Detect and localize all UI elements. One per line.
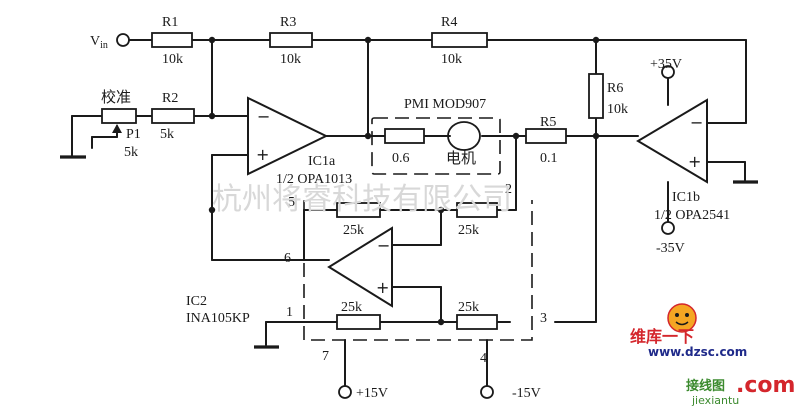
pin6-label: 6 xyxy=(284,251,291,266)
minus15v-terminal xyxy=(480,385,494,399)
resistor-motor-winding xyxy=(384,128,425,144)
logo-text: 接线图 xyxy=(686,378,725,394)
r4-label: R4 xyxy=(441,15,457,30)
r4-value: 10k xyxy=(441,52,462,67)
ic2-label: IC2 xyxy=(186,294,207,309)
plus35v-terminal xyxy=(661,65,675,79)
r6-label: R6 xyxy=(607,81,623,96)
ic1a-plus-sign: + xyxy=(256,145,269,164)
opamp-ic2 xyxy=(327,226,393,308)
r6-value: 10k xyxy=(607,102,628,117)
r2-label: R2 xyxy=(162,91,178,106)
brand-site: www.dzsc.com xyxy=(648,345,747,359)
logo-com: .com xyxy=(736,373,795,398)
r3-value: 10k xyxy=(280,52,301,67)
motor-module-outline xyxy=(371,117,501,175)
vin-label: Vin xyxy=(90,34,108,51)
ic1b-part-label: 1/2 OPA2541 xyxy=(654,208,730,223)
company-watermark: 杭州将睿科技有限公司 xyxy=(212,182,512,217)
potentiometer-p1 xyxy=(101,108,137,124)
ic2-plus-sign: + xyxy=(376,278,389,297)
motor-symbol xyxy=(447,121,481,151)
plus35v-label: +35V xyxy=(650,57,682,72)
resistor-r2 xyxy=(151,108,195,124)
resistor-ina-top-right xyxy=(456,202,498,218)
p1-label: P1 xyxy=(126,127,141,142)
resistor-r3 xyxy=(269,32,313,48)
ina-top-right-resistor-value: 25k xyxy=(458,223,479,238)
ic1b-plus-sign: + xyxy=(688,152,701,171)
minus35v-label: -35V xyxy=(656,241,685,256)
vin-terminal xyxy=(116,33,130,47)
pin7-label: 7 xyxy=(322,349,329,364)
r5-value: 0.1 xyxy=(540,151,558,166)
potentiometer-wiper-arrow xyxy=(112,124,122,133)
plus15v-label: +15V xyxy=(356,386,388,401)
pin3-label: 3 xyxy=(540,311,547,326)
ic1a-minus-sign: − xyxy=(257,107,270,126)
ic2-part-label: INA105KP xyxy=(186,311,250,326)
minus35v-terminal xyxy=(661,221,675,235)
pin5-label: 5 xyxy=(288,195,295,210)
r2-value: 5k xyxy=(160,127,174,142)
r1-label: R1 xyxy=(162,15,178,30)
resistor-ina-bottom-right xyxy=(456,314,498,330)
resistor-r1 xyxy=(151,32,193,48)
motor-resistance-label: 0.6 xyxy=(392,151,410,166)
ic2-minus-sign: − xyxy=(377,236,390,255)
pin1-label: 1 xyxy=(286,305,293,320)
r1-value: 10k xyxy=(162,52,183,67)
resistor-ina-bottom-left xyxy=(336,314,381,330)
logo-site: jiexiantu xyxy=(691,394,739,406)
ic1a-part-label: 1/2 OPA1013 xyxy=(276,172,352,187)
ina-bottom-right-resistor-value: 25k xyxy=(458,300,479,315)
ina-top-left-resistor-value: 25k xyxy=(343,223,364,238)
p1-value: 5k xyxy=(124,145,138,160)
brand-watermark: 维库一下 www.dzsc.com xyxy=(630,303,747,359)
ic1b-minus-sign: − xyxy=(690,113,703,132)
r5-label: R5 xyxy=(540,115,556,130)
resistor-r5 xyxy=(525,128,567,144)
calibration-label: 校准 xyxy=(101,88,131,106)
pin4-label: 4 xyxy=(480,351,487,366)
plus15v-terminal xyxy=(338,385,352,399)
minus15v-label: -15V xyxy=(512,386,541,401)
opamp-ic1b xyxy=(636,98,708,184)
pin2-label: 2 xyxy=(505,182,512,197)
motor-label: 电机 xyxy=(446,149,476,167)
motor-model-label: PMI MOD907 xyxy=(404,97,486,112)
r3-label: R3 xyxy=(280,15,296,30)
resistor-r4 xyxy=(431,32,488,48)
ina-bottom-left-resistor-value: 25k xyxy=(341,300,362,315)
resistor-r6 xyxy=(588,73,604,119)
resistor-ina-top-left xyxy=(336,202,381,218)
opamp-ic1a xyxy=(247,96,329,176)
ic1b-label: IC1b xyxy=(672,190,700,205)
brand-text: 维库一下 xyxy=(630,327,694,346)
logo-watermark: 接线图 .com jiexiantu xyxy=(686,373,795,406)
ina105-package-outline xyxy=(303,200,533,341)
junction-dots xyxy=(208,36,600,326)
ic1a-label: IC1a xyxy=(308,154,336,169)
